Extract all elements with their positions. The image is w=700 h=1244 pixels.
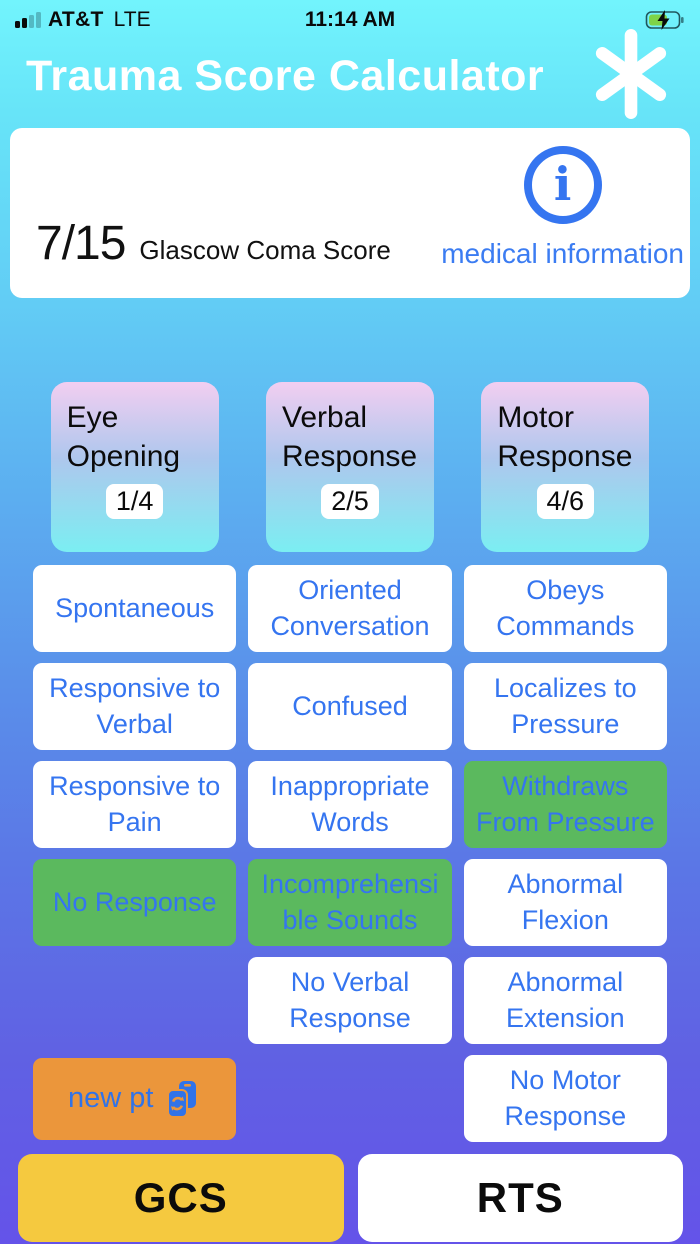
category-card-verbal-response: Verbal Response 2/5: [265, 382, 434, 552]
carrier-label: AT&T: [48, 8, 104, 31]
option-confused[interactable]: Confused: [248, 663, 452, 750]
category-name: Eye Opening: [66, 401, 181, 473]
option-no-motor-response[interactable]: No Motor Response: [463, 1055, 667, 1142]
tab-rts[interactable]: RTS: [357, 1154, 683, 1242]
category-name: Motor Response: [497, 401, 633, 473]
page-title: Trauma Score Calculator: [26, 51, 545, 100]
clock-label: 11:14 AM: [304, 8, 396, 31]
tab-gcs[interactable]: GCS: [18, 1154, 344, 1242]
option-no-verbal-response[interactable]: No Verbal Response: [248, 957, 452, 1044]
network-type-label: LTE: [113, 8, 151, 31]
option-no-response[interactable]: No Response: [33, 859, 237, 946]
asterisk-icon: [590, 28, 672, 124]
score-type-tab-bar: GCS RTS: [18, 1154, 683, 1242]
category-card-motor-response: Motor Response 4/6: [481, 382, 650, 552]
category-name: Verbal Response: [281, 401, 418, 473]
app-header: Trauma Score Calculator: [0, 28, 700, 119]
option-responsive-to-pain[interactable]: Responsive to Pain: [33, 761, 237, 848]
score-card: 7/15 Glascow Coma Score i medical inform…: [10, 128, 690, 298]
option-oriented-conversation[interactable]: Oriented Conversation: [248, 565, 452, 652]
category-score-badge: 4/6: [536, 484, 595, 519]
medical-information-link[interactable]: medical information: [441, 238, 684, 269]
new-patient-label: new pt: [67, 1082, 154, 1114]
gcs-score-label: Glascow Coma Score: [139, 235, 391, 265]
category-score-badge: 1/4: [105, 484, 164, 519]
info-icon[interactable]: i: [523, 146, 602, 224]
category-score-badge: 2/5: [321, 484, 379, 519]
category-card-eye-opening: Eye Opening 1/4: [50, 382, 219, 552]
option-obeys-commands[interactable]: Obeys Commands: [463, 565, 667, 652]
gcs-total-score: 7/15: [36, 217, 126, 270]
option-abnormal-flexion[interactable]: Abnormal Flexion: [463, 859, 667, 946]
signal-strength-icon: [15, 12, 41, 28]
new-patient-button[interactable]: new pt: [33, 1057, 237, 1140]
phone-sync-icon: [163, 1079, 201, 1119]
option-incomprehensible-sounds[interactable]: Incomprehensible Sounds: [248, 859, 452, 946]
option-inappropriate-words[interactable]: Inappropriate Words: [248, 761, 452, 848]
status-bar: AT&T LTE 11:14 AM: [0, 0, 700, 34]
option-localizes-to-pressure[interactable]: Localizes to Pressure: [463, 663, 667, 750]
option-responsive-to-verbal[interactable]: Responsive to Verbal: [33, 663, 237, 750]
option-spontaneous[interactable]: Spontaneous: [33, 565, 237, 652]
option-withdraws-from-pressure[interactable]: Withdraws From Pressure: [463, 761, 667, 848]
option-abnormal-extension[interactable]: Abnormal Extension: [463, 957, 667, 1044]
battery-charging-icon: [645, 10, 685, 30]
